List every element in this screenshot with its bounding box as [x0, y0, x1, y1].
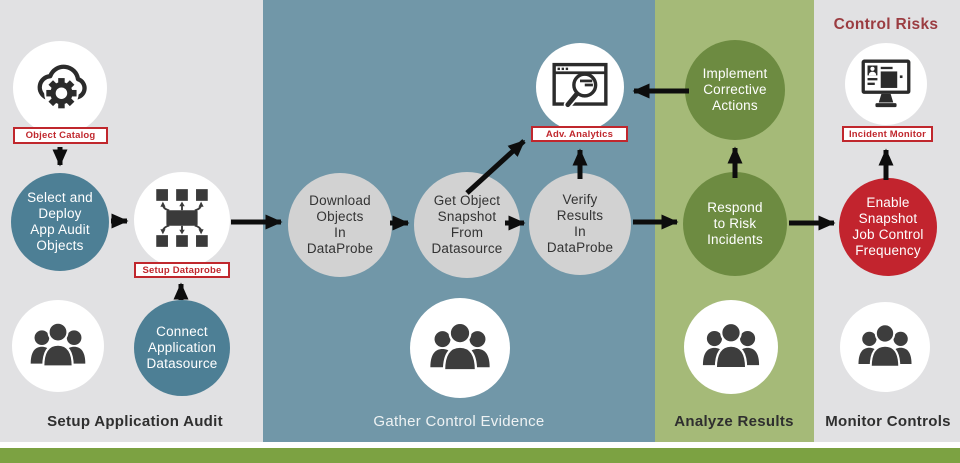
implement-actions-step: Implement Corrective Actions: [685, 40, 785, 140]
adv-analytics-circle: [536, 43, 624, 131]
setup-dataprobe-label: Setup Dataprobe: [134, 262, 230, 278]
download-objects-step: Download Objects In DataProbe: [288, 173, 392, 277]
verify-results-step: Verify Results In DataProbe: [529, 173, 631, 275]
get-snapshot-step: Get Object Snapshot From Datasource: [414, 172, 520, 278]
respond-incidents-text: Respond to Risk Incidents: [707, 200, 763, 247]
setup-dataprobe-circle: [134, 172, 230, 268]
phase-label-gather: Gather Control Evidence: [373, 413, 545, 430]
respond-incidents-step: Respond to Risk Incidents: [683, 172, 787, 276]
verify-results-text: Verify Results In DataProbe: [546, 192, 614, 255]
adv-analytics-label: Adv. Analytics: [531, 126, 628, 142]
people-group-icon: [422, 308, 498, 389]
select-deploy-text: Select and Deploy App Audit Objects: [27, 190, 93, 253]
analyze-team-circle: [684, 300, 778, 394]
gather-team-circle: [410, 298, 510, 398]
incident-monitor-label: Incident Monitor: [842, 126, 933, 142]
connect-datasource-step: Connect Application Datasource: [134, 300, 230, 396]
monitor-id-icon: [853, 49, 919, 120]
people-group-icon: [695, 309, 767, 386]
select-deploy-step: Select and Deploy App Audit Objects: [11, 173, 109, 271]
download-objects-text: Download Objects In DataProbe: [306, 193, 374, 256]
enable-frequency-text: Enable Snapshot Job Control Frequency: [852, 195, 924, 258]
implement-actions-text: Implement Corrective Actions: [702, 66, 768, 113]
setup-team-circle: [12, 300, 104, 392]
people-group-icon: [23, 309, 93, 384]
get-snapshot-text: Get Object Snapshot From Datasource: [431, 193, 503, 256]
monitor-team-circle: [840, 302, 930, 392]
incident-monitor-circle: [845, 43, 927, 125]
bottom-accent-bar: [0, 448, 960, 463]
browser-magnifier-icon: [546, 51, 614, 124]
connect-datasource-text: Connect Application Datasource: [146, 324, 218, 371]
object-catalog-label: Object Catalog: [13, 127, 108, 144]
object-catalog-circle: [13, 41, 107, 135]
network-hub-icon: [143, 179, 221, 262]
phase-label-monitor: Monitor Controls: [825, 413, 951, 430]
phase-label-analyze: Analyze Results: [674, 413, 794, 430]
cloud-gear-icon: [24, 50, 96, 127]
people-group-icon: [851, 311, 919, 384]
enable-frequency-step: Enable Snapshot Job Control Frequency: [839, 178, 937, 276]
phase-label-setup: Setup Application Audit: [47, 413, 223, 430]
control-risks-title: Control Risks: [833, 16, 939, 33]
